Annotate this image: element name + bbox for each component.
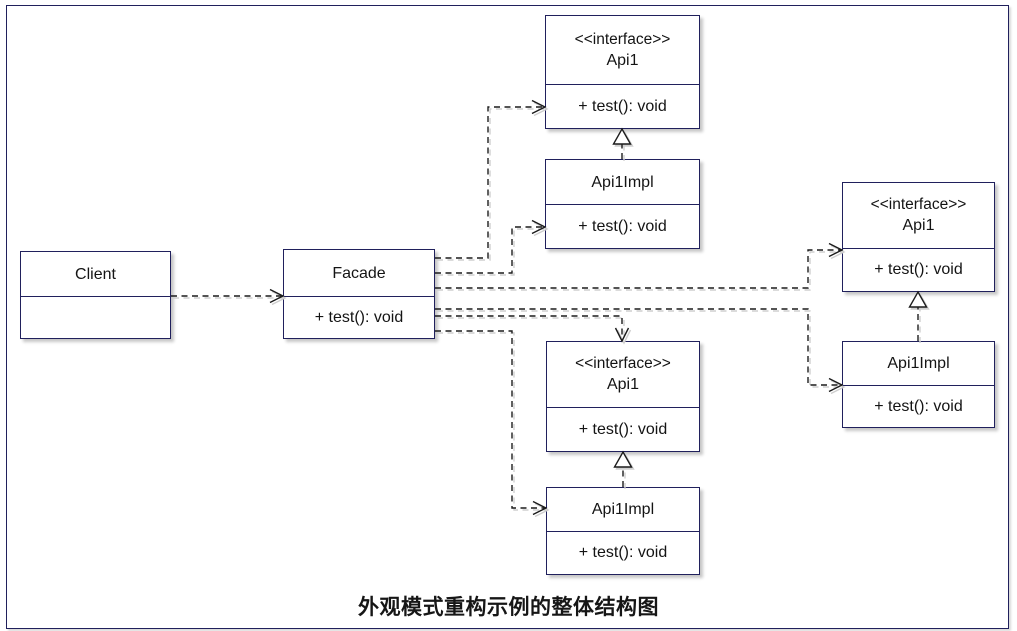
class-member: + test(): void — [578, 420, 668, 438]
class-member-compartment: + test(): void — [547, 408, 699, 451]
class-title-compartment: Client — [21, 252, 170, 297]
class-title-compartment: <<interface>> Api1 — [547, 342, 699, 408]
uml-class-api1impl-top: Api1Impl + test(): void — [545, 159, 700, 249]
uml-interface-api1-middle: <<interface>> Api1 + test(): void — [546, 341, 700, 452]
class-name: Api1Impl — [887, 355, 950, 372]
class-member-compartment: + test(): void — [546, 205, 699, 248]
interface-stereotype: <<interface>> — [575, 355, 671, 372]
class-member-compartment: + test(): void — [843, 386, 994, 427]
class-member-compartment — [21, 297, 170, 338]
uml-class-api1impl-bottom: Api1Impl + test(): void — [546, 487, 700, 575]
class-title-compartment: Api1Impl — [843, 342, 994, 386]
class-member-compartment: + test(): void — [843, 249, 994, 291]
class-title-compartment: Facade — [284, 250, 434, 297]
class-title-compartment: <<interface>> Api1 — [546, 16, 699, 85]
class-member: + test(): void — [874, 261, 963, 278]
uml-interface-api1-top: <<interface>> Api1 + test(): void — [545, 15, 700, 129]
class-name: Client — [75, 265, 116, 283]
class-member: + test(): void — [578, 544, 668, 561]
diagram-outer-border — [6, 5, 1009, 629]
class-name: Facade — [332, 264, 386, 282]
class-member: + test(): void — [314, 308, 404, 326]
class-name: Api1Impl — [591, 501, 655, 518]
diagram-caption: 外观模式重构示例的整体结构图 — [358, 596, 659, 619]
class-name: Api1 — [606, 376, 640, 393]
uml-interface-api1-right: <<interface>> Api1 + test(): void — [842, 182, 995, 292]
class-member: + test(): void — [874, 397, 963, 415]
class-member-compartment: + test(): void — [546, 85, 699, 128]
uml-class-facade: Facade + test(): void — [283, 249, 435, 339]
uml-class-client: Client — [20, 251, 171, 339]
class-name: Api1 — [902, 217, 935, 234]
interface-stereotype: <<interface>> — [870, 196, 967, 213]
class-member-compartment: + test(): void — [547, 532, 699, 574]
class-member: + test(): void — [578, 97, 667, 115]
interface-stereotype: <<interface>> — [574, 30, 671, 48]
class-title-compartment: <<interface>> Api1 — [843, 183, 994, 249]
class-title-compartment: Api1Impl — [546, 160, 699, 205]
class-name: Api1 — [606, 51, 639, 69]
class-title-compartment: Api1Impl — [547, 488, 699, 532]
class-member: + test(): void — [578, 217, 667, 235]
class-member-compartment: + test(): void — [284, 297, 434, 338]
uml-class-api1impl-right: Api1Impl + test(): void — [842, 341, 995, 428]
class-name: Api1Impl — [591, 173, 654, 191]
